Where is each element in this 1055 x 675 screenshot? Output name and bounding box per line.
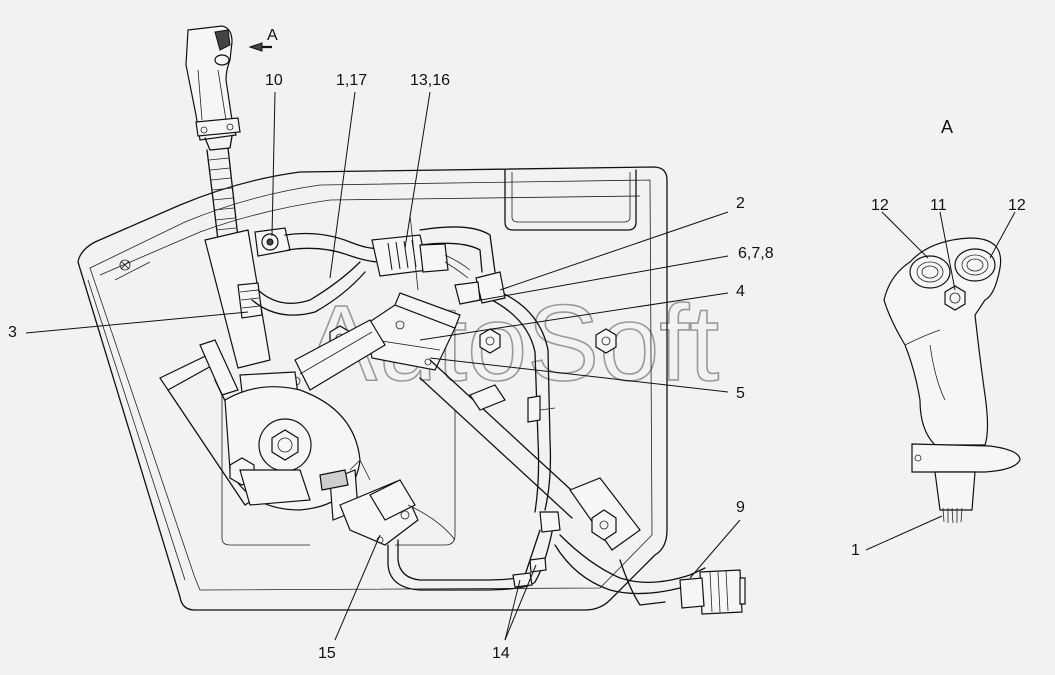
callout-11: 11 — [930, 197, 947, 214]
view-a-leader-lines — [865, 211, 1016, 551]
callout-10: 10 — [265, 72, 283, 89]
callout-14: 14 — [492, 645, 510, 662]
callout-6-7-8: 6,7,8 — [738, 245, 774, 262]
microswitch-assembly-15 — [319, 459, 456, 546]
console-housing — [77, 166, 668, 611]
callout-5: 5 — [736, 385, 745, 402]
cable-ties-14 — [512, 557, 547, 588]
clamp-plate — [204, 229, 271, 369]
callout-12-left: 12 — [871, 197, 889, 214]
callout-4: 4 — [736, 283, 745, 300]
output-connector-9 — [679, 569, 746, 615]
callout-12-right: 12 — [1008, 197, 1026, 214]
callout-2: 2 — [736, 195, 745, 212]
callout-3: 3 — [8, 324, 17, 341]
harness-connector-13-16 — [371, 214, 471, 291]
view-marker-label: А — [267, 27, 278, 44]
view-a-joystick — [883, 237, 1021, 524]
junction-clip-2 — [454, 271, 506, 305]
switch-module — [364, 292, 461, 371]
actuator-rod — [419, 359, 641, 551]
callout-13-16: 13,16 — [410, 72, 451, 89]
view-a-arrow — [248, 42, 272, 52]
joystick-handle — [185, 25, 241, 151]
callout-1-17: 1,17 — [336, 72, 368, 89]
callout-1: 1 — [851, 542, 860, 559]
sensor-plug — [254, 227, 291, 257]
callout-9: 9 — [736, 499, 745, 516]
view-a-title: А — [941, 117, 954, 137]
leader-lines — [25, 91, 741, 641]
callout-15: 15 — [318, 645, 336, 662]
